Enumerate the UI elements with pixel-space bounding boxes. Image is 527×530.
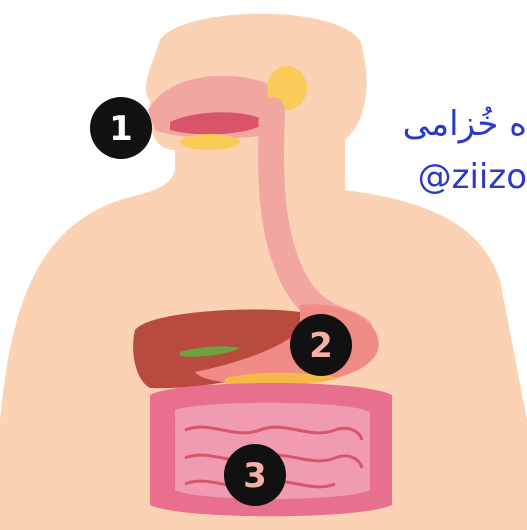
- marker-1: 1: [90, 97, 152, 159]
- salivary-gland-lower: [180, 134, 240, 150]
- marker-3: 3: [224, 444, 286, 506]
- marker-3-label: 3: [243, 456, 267, 496]
- marker-2: 2: [290, 314, 352, 376]
- marker-2-label: 2: [309, 326, 333, 366]
- watermark-line1: ه خُزامى: [403, 104, 527, 144]
- watermark-line2: @ziizo: [418, 157, 527, 197]
- marker-1-label: 1: [109, 109, 133, 149]
